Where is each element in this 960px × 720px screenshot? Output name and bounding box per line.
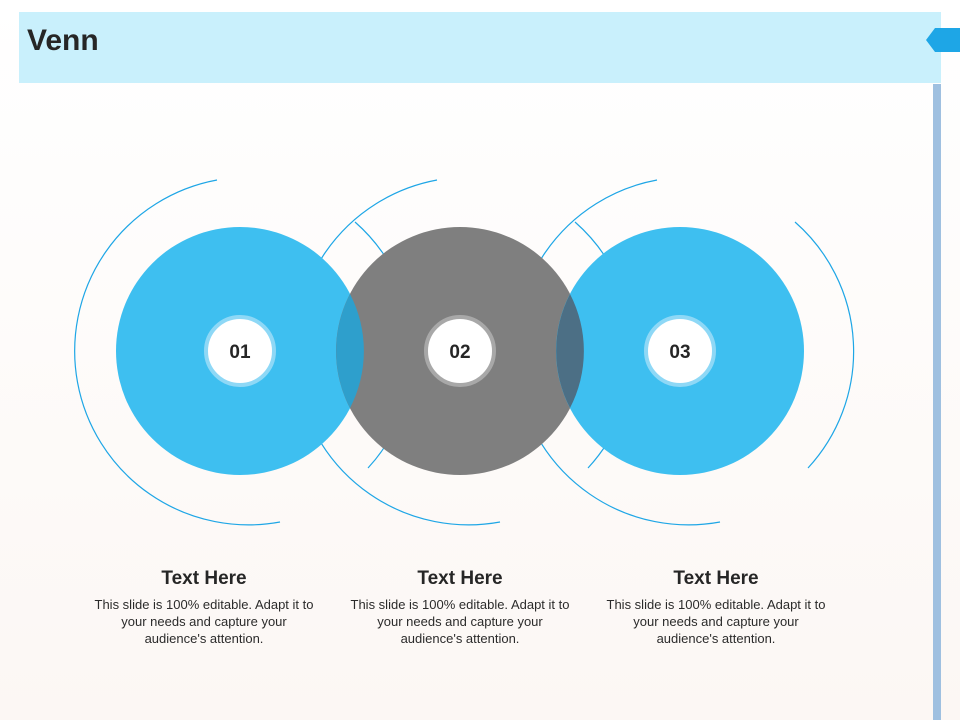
ring-arc-1-left: [74, 179, 281, 526]
overlap-2-3: [556, 294, 584, 408]
badge-1: 01: [204, 315, 276, 387]
ring-arc-3-right: [794, 221, 855, 469]
badge-2: 02: [424, 315, 496, 387]
header-bar: Venn: [19, 12, 941, 83]
text-block-2: Text Here This slide is 100% editable. A…: [350, 568, 570, 647]
badge-1-label: 01: [229, 342, 251, 363]
venn-diagram: 01 02 03: [74, 179, 855, 526]
text-block-1: Text Here This slide is 100% editable. A…: [94, 568, 314, 647]
text-block-1-body: This slide is 100% editable. Adapt it to…: [94, 597, 314, 646]
text-block-2-body: This slide is 100% editable. Adapt it to…: [350, 597, 570, 646]
text-block-1-heading: Text Here: [161, 568, 247, 589]
side-accent-bar: [933, 84, 941, 720]
badge-2-label: 02: [449, 342, 470, 363]
badge-3: 03: [644, 315, 716, 387]
page-title: Venn: [27, 24, 99, 57]
overlap-1-2: [336, 294, 364, 408]
tab-marker-icon: [926, 28, 960, 52]
text-block-3-heading: Text Here: [673, 568, 759, 589]
text-block-2-heading: Text Here: [417, 568, 503, 589]
text-block-3: Text Here This slide is 100% editable. A…: [606, 568, 826, 647]
text-block-3-body: This slide is 100% editable. Adapt it to…: [606, 597, 826, 646]
badge-3-label: 03: [669, 342, 690, 363]
